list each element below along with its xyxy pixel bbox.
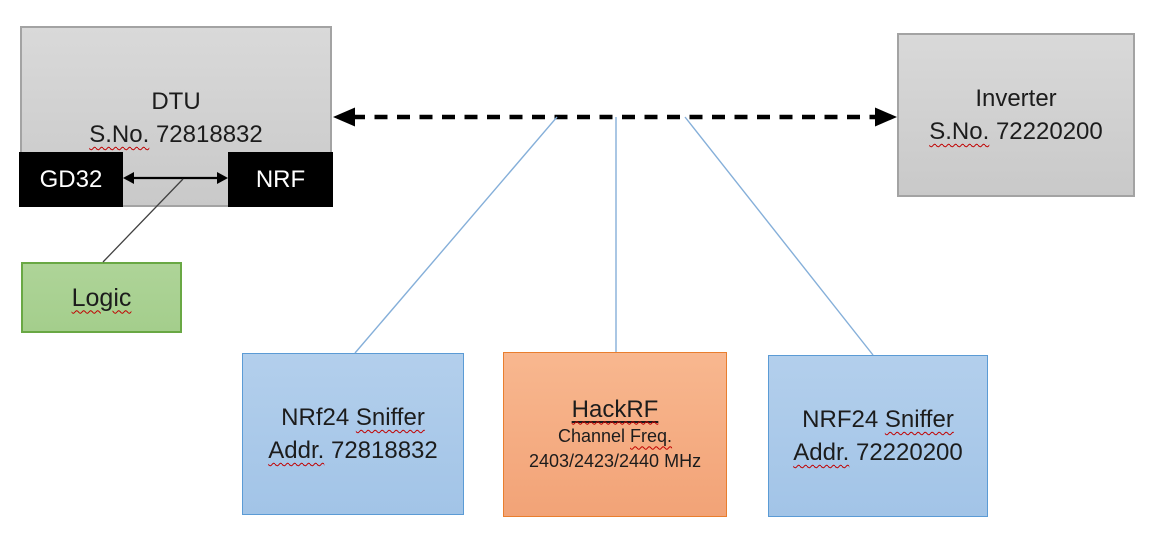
- hackrf-title-line: HackRF: [572, 396, 659, 424]
- sniffer-right-title: NRF24 Sniffer: [802, 403, 954, 436]
- sniffer-left-role: Sniffer: [355, 404, 425, 431]
- sniffer-right-addr: Addr. 72220200: [793, 436, 963, 469]
- hackrf-title: HackRF: [571, 395, 659, 423]
- sniffer-right-connector-line: [684, 116, 874, 356]
- sniffer-left-addr: Addr. 72818832: [268, 434, 438, 467]
- hackrf-freq-word2: Freq.: [630, 425, 673, 446]
- hackrf-freq-word1: Channel: [557, 425, 626, 446]
- sniffer-left-connector-line: [354, 116, 558, 354]
- hackrf-freq-label: Channel Freq.: [558, 424, 672, 449]
- inverter-title: Inverter: [975, 85, 1057, 112]
- nrf24-sniffer-left-box: NRf24 Sniffer Addr. 72818832: [242, 353, 464, 515]
- nrf-chip-label: NRF: [255, 165, 306, 193]
- sniffer-left-addr-value: 72818832: [330, 437, 438, 464]
- dtu-serial-number: 72818832: [155, 121, 263, 148]
- inverter-box: Inverter S.No. 72220200: [897, 33, 1135, 197]
- inverter-serial-number: 72220200: [995, 118, 1103, 145]
- sniffer-left-title: NRf24 Sniffer: [281, 401, 425, 434]
- gd32-chip-label: GD32: [39, 165, 103, 193]
- nrf24-sniffer-right-box: NRF24 Sniffer Addr. 72220200: [768, 355, 988, 517]
- sniffer-right-addr-value: 72220200: [855, 439, 963, 466]
- sniffer-right-addr-label: Addr.: [793, 439, 850, 466]
- sniffer-left-addr-label: Addr.: [268, 437, 325, 464]
- logic-label: Logic: [71, 283, 132, 312]
- logic-box: Logic: [21, 262, 182, 333]
- dtu-inverter-dashed-arrow: [333, 107, 897, 127]
- nrf-chip: NRF: [228, 152, 333, 207]
- gd32-chip: GD32: [19, 152, 123, 207]
- inverter-serial: S.No. 72220200: [929, 115, 1102, 148]
- dtu-title: DTU: [151, 88, 201, 115]
- sniffer-right-device: NRF24: [802, 406, 879, 433]
- dtu-serial-label: S.No.: [89, 121, 150, 148]
- sniffer-left-device: NRf24: [281, 404, 350, 431]
- sniffer-right-role: Sniffer: [884, 406, 954, 433]
- dtu-serial: S.No. 72818832: [89, 118, 262, 151]
- hackrf-frequencies: 2403/2423/2440 MHz: [528, 450, 702, 471]
- inverter-serial-label: S.No.: [929, 118, 990, 145]
- hackrf-box: HackRF Channel Freq. 2403/2423/2440 MHz: [503, 352, 727, 517]
